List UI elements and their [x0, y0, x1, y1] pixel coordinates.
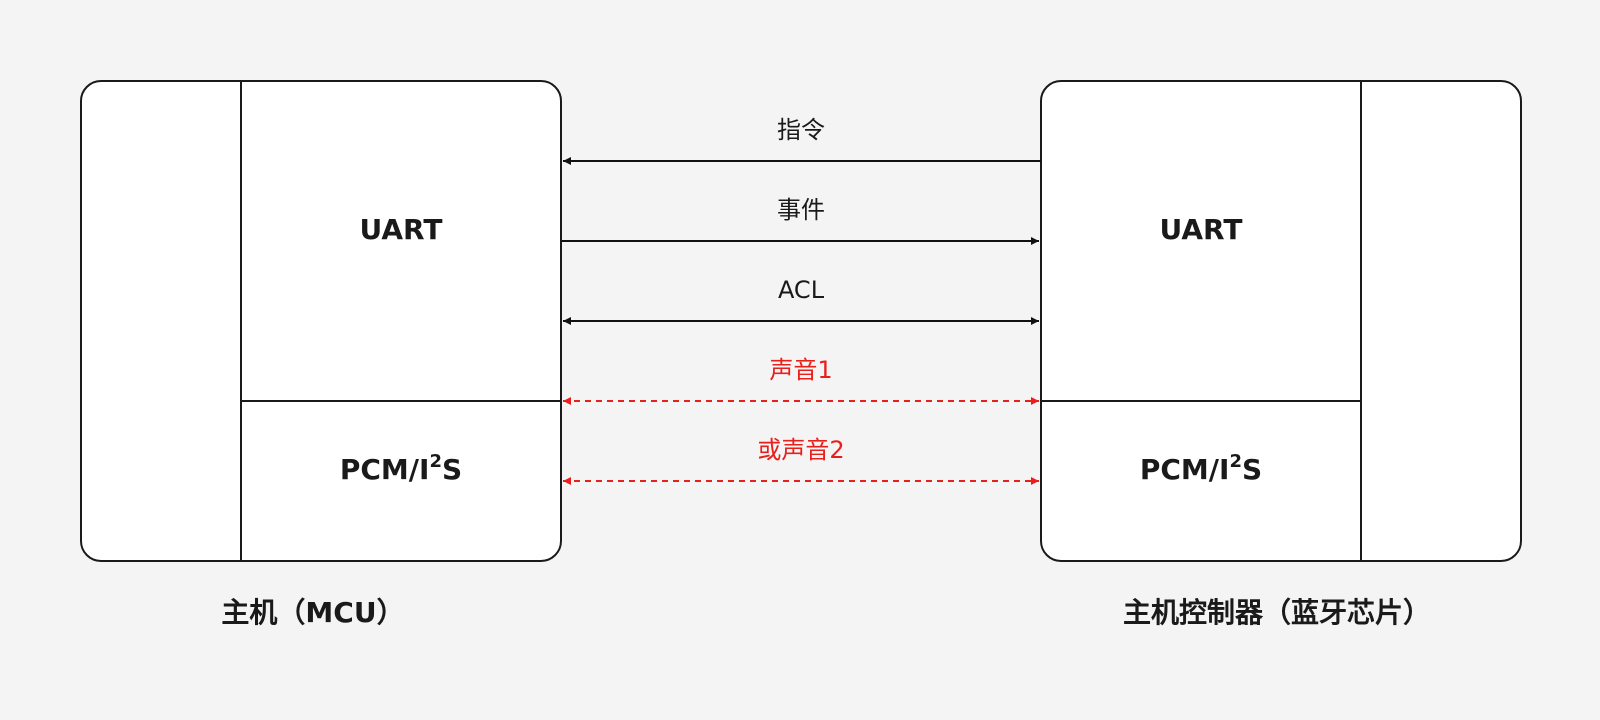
acl-label: ACL	[778, 276, 825, 304]
controller-pcm-tail: S	[1242, 453, 1262, 486]
host-outline	[80, 80, 562, 562]
host-caption: 主机（MCU）	[221, 596, 404, 629]
controller-pcm-sup: 2	[1229, 451, 1242, 472]
event-label: 事件	[777, 196, 825, 224]
host-block: UART PCM/I2S	[80, 80, 562, 562]
controller-outline	[1040, 80, 1522, 562]
arrows: 指令 事件 ACL 声音1 或声音2	[561, 116, 1041, 485]
host-pcm-main: PCM/I	[340, 453, 430, 486]
controller-pcm-label: PCM/I2S	[1140, 451, 1262, 486]
controller-uart-label: UART	[1160, 213, 1243, 246]
host-pcm-tail: S	[442, 453, 462, 486]
controller-block: UART PCM/I2S	[1040, 80, 1522, 562]
host-pcm-sup: 2	[429, 451, 442, 472]
voice1-label: 声音1	[769, 356, 832, 384]
host-uart-label: UART	[360, 213, 443, 246]
controller-caption: 主机控制器（蓝牙芯片）	[1123, 596, 1431, 629]
host-pcm-label: PCM/I2S	[340, 451, 462, 486]
voice2-label: 或声音2	[757, 436, 844, 464]
command-label: 指令	[777, 116, 825, 144]
controller-pcm-main: PCM/I	[1140, 453, 1230, 486]
